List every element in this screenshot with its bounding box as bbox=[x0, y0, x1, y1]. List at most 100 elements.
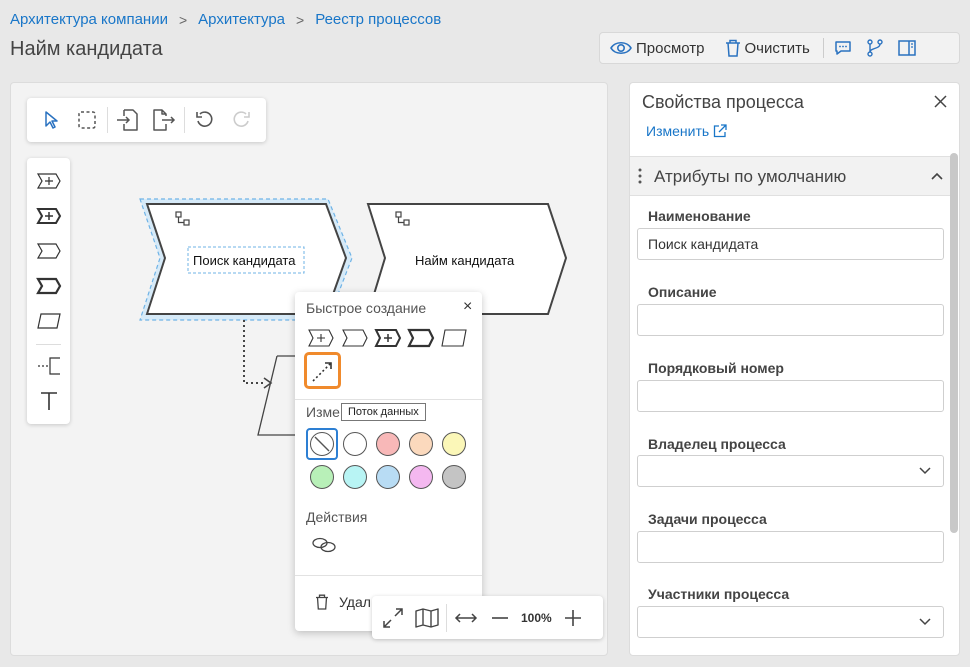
breadcrumb-item-company[interactable]: Архитектура компании bbox=[10, 11, 168, 28]
map-icon bbox=[415, 607, 439, 628]
edit-label: Изменить bbox=[646, 123, 710, 139]
color-swatch[interactable] bbox=[343, 432, 367, 456]
zoom-in-button[interactable] bbox=[556, 601, 590, 635]
eye-icon bbox=[610, 41, 632, 55]
name-field-value: Поиск кандидата bbox=[648, 236, 759, 252]
section-header-default-attributes[interactable]: Атрибуты по умолчанию bbox=[630, 156, 951, 196]
page-title: Найм кандидата bbox=[10, 38, 163, 60]
parallelogram-shape-icon bbox=[36, 313, 61, 329]
zoom-toolbar: 100% bbox=[372, 596, 603, 639]
participants-select[interactable] bbox=[637, 606, 944, 638]
quick-subprocess-icon[interactable] bbox=[308, 329, 334, 347]
comment-icon bbox=[835, 41, 851, 55]
toolbar-divider bbox=[184, 107, 185, 133]
close-icon[interactable] bbox=[934, 95, 947, 108]
description-field[interactable] bbox=[637, 304, 944, 336]
palette-text[interactable] bbox=[27, 386, 70, 416]
palette-parallelogram[interactable] bbox=[27, 306, 70, 336]
diagram-svg bbox=[139, 198, 568, 436]
name-field[interactable]: Поиск кандидата bbox=[637, 228, 944, 260]
top-toolbar: Просмотр Очистить bbox=[599, 32, 960, 64]
tasks-field[interactable] bbox=[637, 531, 944, 563]
panel-scrollbar[interactable] bbox=[950, 153, 958, 533]
color-swatch[interactable] bbox=[376, 465, 400, 489]
close-icon[interactable]: × bbox=[463, 298, 473, 315]
shape-label-search[interactable]: Поиск кандидата bbox=[193, 253, 296, 268]
minus-icon bbox=[492, 616, 508, 619]
redo-icon bbox=[233, 111, 250, 127]
canvas-toolbar bbox=[27, 98, 266, 142]
drag-handle-icon[interactable] bbox=[638, 168, 642, 184]
quick-process-icon[interactable] bbox=[342, 329, 368, 347]
swatch-selected-outline bbox=[306, 428, 338, 460]
data-flow-tooltip: Поток данных bbox=[341, 403, 426, 421]
palette-subprocess[interactable] bbox=[27, 166, 70, 196]
clear-button[interactable]: Очистить bbox=[715, 33, 820, 63]
data-flow-icon bbox=[311, 361, 332, 382]
order-number-field[interactable] bbox=[637, 380, 944, 412]
color-swatch[interactable] bbox=[442, 465, 466, 489]
panel-toggle-icon bbox=[898, 40, 916, 56]
color-swatch[interactable] bbox=[409, 432, 433, 456]
zoom-level: 100% bbox=[521, 610, 552, 625]
versions-button[interactable] bbox=[859, 33, 891, 63]
data-flow-button[interactable] bbox=[304, 352, 341, 389]
popup-divider bbox=[295, 575, 482, 576]
preview-label: Просмотр bbox=[636, 39, 705, 57]
import-icon bbox=[117, 109, 138, 131]
shape-label-hire[interactable]: Найм кандидата bbox=[415, 253, 515, 268]
subprocess-shape-icon bbox=[36, 173, 61, 189]
preview-button[interactable]: Просмотр bbox=[600, 33, 715, 63]
toolbar-divider bbox=[107, 107, 108, 133]
edit-link[interactable]: Изменить bbox=[646, 123, 727, 139]
quick-parallelogram-icon[interactable] bbox=[441, 329, 467, 347]
marquee-select-tool[interactable] bbox=[69, 102, 105, 138]
redo-button[interactable] bbox=[223, 102, 259, 138]
minimap-button[interactable] bbox=[410, 601, 444, 635]
quick-process-bold-icon[interactable] bbox=[407, 328, 435, 348]
trash-icon bbox=[316, 594, 328, 610]
text-tool-icon bbox=[40, 392, 57, 410]
properties-panel: Свойства процесса Изменить Атрибуты по у… bbox=[629, 82, 960, 656]
quick-create-popup: Быстрое создание × Поток данных Изме Дей… bbox=[295, 292, 482, 631]
color-swatch[interactable] bbox=[376, 432, 400, 456]
undo-button[interactable] bbox=[187, 102, 223, 138]
palette-process[interactable] bbox=[27, 236, 70, 266]
panel-toggle-button[interactable] bbox=[891, 33, 923, 63]
color-swatch[interactable] bbox=[310, 465, 334, 489]
process-shape-icon bbox=[36, 243, 61, 259]
chevron-right-icon: > bbox=[178, 11, 188, 28]
section-title: Атрибуты по умолчанию bbox=[654, 167, 847, 186]
delete-label: Удал bbox=[339, 594, 371, 610]
import-button[interactable] bbox=[110, 102, 146, 138]
quick-create-title: Быстрое создание bbox=[306, 300, 427, 316]
color-swatch[interactable] bbox=[409, 465, 433, 489]
palette-subprocess-bold[interactable] bbox=[27, 201, 70, 231]
fullscreen-button[interactable] bbox=[376, 601, 410, 635]
no-color-swatch[interactable] bbox=[310, 432, 334, 456]
fit-width-button[interactable] bbox=[449, 601, 483, 635]
owner-select[interactable] bbox=[637, 455, 944, 487]
zoom-out-button[interactable] bbox=[483, 601, 517, 635]
no-color-icon bbox=[314, 436, 330, 452]
pointer-icon bbox=[45, 111, 58, 129]
color-swatch[interactable] bbox=[343, 465, 367, 489]
shape-palette bbox=[27, 158, 70, 424]
breadcrumb-item-registry[interactable]: Реестр процессов bbox=[315, 11, 442, 28]
marquee-select-icon bbox=[78, 111, 96, 129]
palette-connector[interactable] bbox=[27, 351, 70, 381]
process-bold-shape-icon bbox=[35, 277, 61, 295]
link-icon[interactable] bbox=[311, 537, 337, 553]
pointer-tool[interactable] bbox=[33, 102, 69, 138]
export-button[interactable] bbox=[146, 102, 182, 138]
connector-icon bbox=[37, 357, 60, 375]
subprocess-bold-shape-icon bbox=[35, 208, 61, 224]
palette-process-bold[interactable] bbox=[27, 271, 70, 301]
delete-button[interactable]: Удал bbox=[315, 594, 371, 610]
color-swatch[interactable] bbox=[442, 432, 466, 456]
quick-subprocess-bold-icon[interactable] bbox=[374, 329, 402, 347]
comments-button[interactable] bbox=[827, 33, 859, 63]
expand-icon bbox=[383, 607, 403, 628]
chevron-up-icon[interactable] bbox=[931, 172, 943, 180]
breadcrumb-item-architecture[interactable]: Архитектура bbox=[198, 11, 286, 28]
